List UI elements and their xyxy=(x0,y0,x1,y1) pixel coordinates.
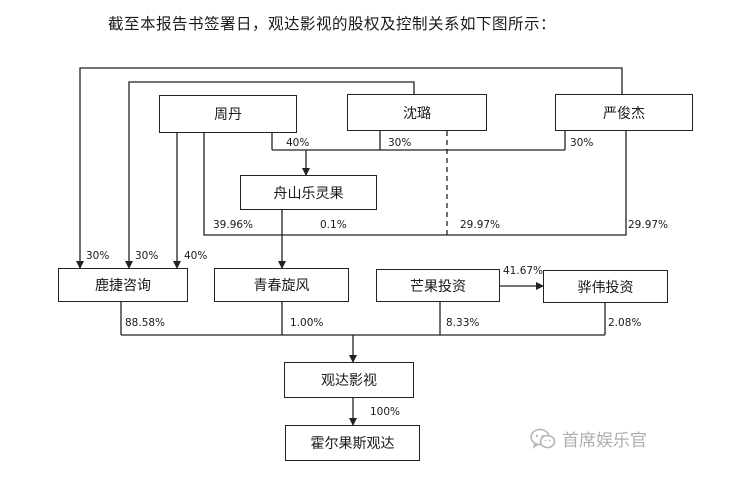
pct-qingchun-to-guanda: 1.00% xyxy=(290,317,324,329)
pct-shen-to-qingchun: 29.97% xyxy=(460,219,501,231)
pct-yan-to-lujie: 30% xyxy=(86,250,110,262)
line-zhou-to-qingchun-bus xyxy=(203,131,627,236)
watermark: 首席娱乐官 xyxy=(530,426,647,451)
watermark-text: 首席娱乐官 xyxy=(562,431,647,451)
page-heading: 截至本报告书签署日，观达影视的股权及控制关系如下图所示： xyxy=(108,15,557,33)
entity-yan-junjie: 严俊杰 xyxy=(555,94,693,131)
pct-yan-to-zhoushan: 30% xyxy=(570,137,594,149)
entity-huawei-investment: 骅伟投资 xyxy=(543,270,668,303)
pct-shen-to-zhoushan: 30% xyxy=(388,137,412,149)
line-shen-to-lujie xyxy=(125,81,415,269)
pct-zhoushan-to-qingchun: 0.1% xyxy=(320,219,347,231)
pct-mango-to-huawei: 41.67% xyxy=(503,265,544,277)
pct-zhou-to-lujie: 40% xyxy=(184,250,208,262)
entity-guanda-film: 观达影视 xyxy=(284,362,414,398)
entity-mango-investment: 芒果投资 xyxy=(376,269,500,302)
entity-zhoushan-lelingguo: 舟山乐灵果 xyxy=(240,175,377,210)
pct-lujie-to-guanda: 88.58% xyxy=(125,317,166,329)
pct-mango-to-guanda: 8.33% xyxy=(446,317,480,329)
wechat-icon xyxy=(530,428,556,449)
pct-huawei-to-guanda: 2.08% xyxy=(608,317,642,329)
pct-shen-to-lujie: 30% xyxy=(135,250,159,262)
line-yan-to-lujie xyxy=(76,67,623,269)
entity-zhou-dan: 周丹 xyxy=(159,95,297,133)
pct-yan-to-qingchun: 29.97% xyxy=(628,219,669,231)
entity-horgos-guanda: 霍尔果斯观达 xyxy=(285,425,420,461)
pct-guanda-to-horgos: 100% xyxy=(370,406,401,418)
pct-zhou-to-zhoushan: 40% xyxy=(286,137,310,149)
entity-qingchun-xuanfeng: 青春旋风 xyxy=(214,268,349,302)
pct-zhou-to-qingchun: 39.96% xyxy=(213,219,254,231)
entity-shen-lu: 沈璐 xyxy=(347,94,487,131)
entity-lujie-consulting: 鹿捷咨询 xyxy=(58,268,188,302)
